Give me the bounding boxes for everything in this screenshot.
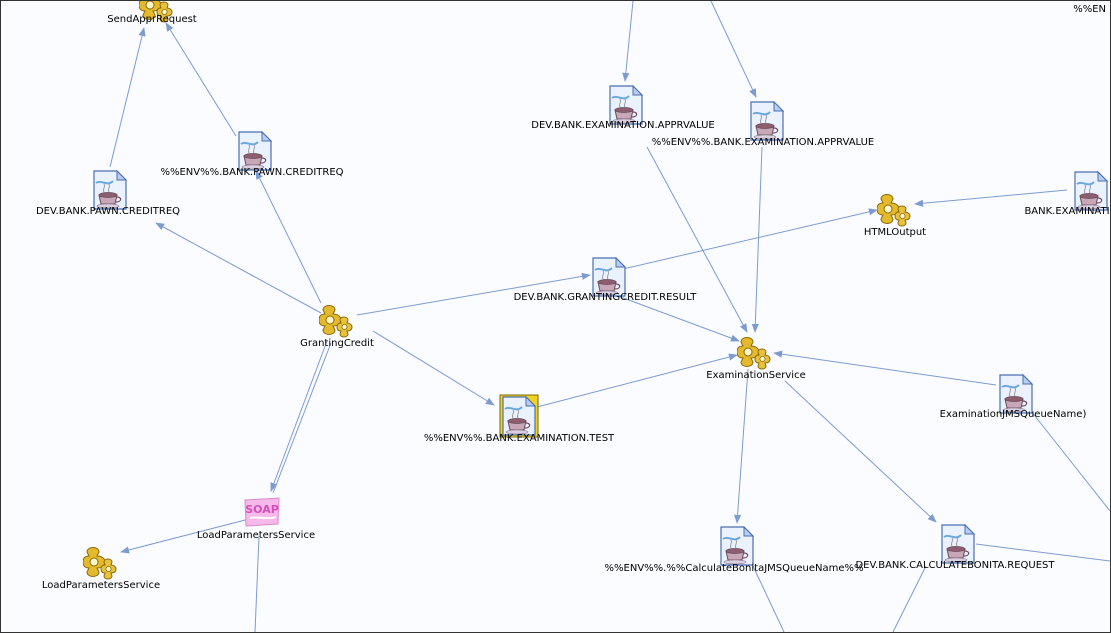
html-output-label: HTMLOutput bbox=[863, 227, 927, 238]
edge bbox=[1030, 410, 1110, 512]
granting-credit-label: GrantingCredit bbox=[300, 338, 374, 349]
edge bbox=[773, 350, 997, 386]
edge bbox=[733, 368, 749, 524]
env-pawn-creditreq-label: %%ENV%%.BANK.PAWN.CREDITREQ bbox=[160, 167, 344, 178]
dev-pawn-creditreq-coffee-queue-icon[interactable] bbox=[90, 168, 130, 216]
env-exam-apprvalue-coffee-queue-icon[interactable] bbox=[747, 99, 787, 147]
dev-calc-bonita-request-label: DEV.BANK.CALCULATEBONITA.REQUEST bbox=[855, 560, 1055, 571]
bank-examinati-coffee-queue-icon[interactable] bbox=[1071, 169, 1110, 217]
edge bbox=[784, 380, 937, 523]
edge bbox=[120, 518, 250, 554]
examination-service-gear-icon[interactable] bbox=[736, 334, 775, 374]
edge bbox=[155, 222, 322, 314]
edge bbox=[622, 208, 878, 270]
dev-exam-apprvalue-label: DEV.BANK.EXAMINATION.APPRVALUE bbox=[531, 120, 715, 131]
edge bbox=[752, 565, 785, 632]
examination-service-label: ExaminationService bbox=[706, 370, 806, 381]
load-params-service-gear-icon[interactable] bbox=[82, 544, 121, 584]
load-params-soap-soap-icon[interactable]: SOAP bbox=[242, 496, 282, 534]
svg-text:SOAP: SOAP bbox=[245, 503, 279, 516]
html-output-gear-icon[interactable] bbox=[876, 191, 915, 231]
env-exam-apprvalue-label: %%ENV%%.BANK.EXAMINATION.APPRVALUE bbox=[651, 137, 875, 148]
edge bbox=[372, 330, 495, 406]
env-calc-bonita-jms-coffee-queue-icon[interactable] bbox=[717, 524, 757, 572]
edge bbox=[710, 1, 757, 98]
dev-granting-result-label: DEV.BANK.GRANTINGCREDIT.RESULT bbox=[513, 292, 697, 303]
exam-jms-queue-label: ExaminationJMSQueueName) bbox=[939, 409, 1087, 420]
edge bbox=[254, 535, 260, 632]
send-appr-request-gear-icon[interactable] bbox=[138, 1, 177, 27]
edge bbox=[109, 27, 146, 168]
dev-pawn-creditreq-label: DEV.BANK.PAWN.CREDITREQ bbox=[35, 206, 181, 217]
edge bbox=[255, 170, 322, 304]
dev-calc-bonita-request-coffee-queue-icon[interactable] bbox=[938, 522, 978, 570]
load-params-soap-label: LoadParametersService bbox=[196, 530, 316, 541]
edge bbox=[270, 340, 328, 492]
env-exam-test-coffee-queue-icon[interactable] bbox=[499, 394, 539, 442]
edge bbox=[751, 146, 763, 333]
edge bbox=[165, 22, 237, 137]
exam-jms-queue-coffee-queue-icon[interactable] bbox=[996, 372, 1036, 420]
bank-examinati-label: BANK.EXAMINATI bbox=[1024, 206, 1110, 217]
env-calc-bonita-jms-label: %%ENV%%.%%CalculateBonitaJMSQueueName%% bbox=[604, 563, 864, 574]
edge bbox=[536, 353, 738, 408]
granting-credit-gear-icon[interactable] bbox=[318, 302, 357, 342]
env-exam-test-label: %%ENV%%.BANK.EXAMINATION.TEST bbox=[423, 433, 615, 444]
edge bbox=[914, 189, 1068, 207]
corner-label: %%EN bbox=[1073, 4, 1106, 15]
edge bbox=[272, 342, 332, 494]
edge bbox=[617, 295, 740, 342]
env-pawn-creditreq-coffee-queue-icon[interactable] bbox=[235, 129, 275, 177]
edge bbox=[892, 565, 927, 632]
edge bbox=[975, 543, 1110, 562]
edge bbox=[622, 1, 634, 82]
edge bbox=[646, 146, 748, 333]
send-appr-request-label: SendApprRequest bbox=[107, 14, 197, 25]
edge bbox=[356, 272, 591, 316]
dev-exam-apprvalue-coffee-queue-icon[interactable] bbox=[606, 83, 646, 131]
dev-granting-result-coffee-queue-icon[interactable] bbox=[589, 255, 629, 303]
load-params-service-label: LoadParametersService bbox=[41, 580, 161, 591]
